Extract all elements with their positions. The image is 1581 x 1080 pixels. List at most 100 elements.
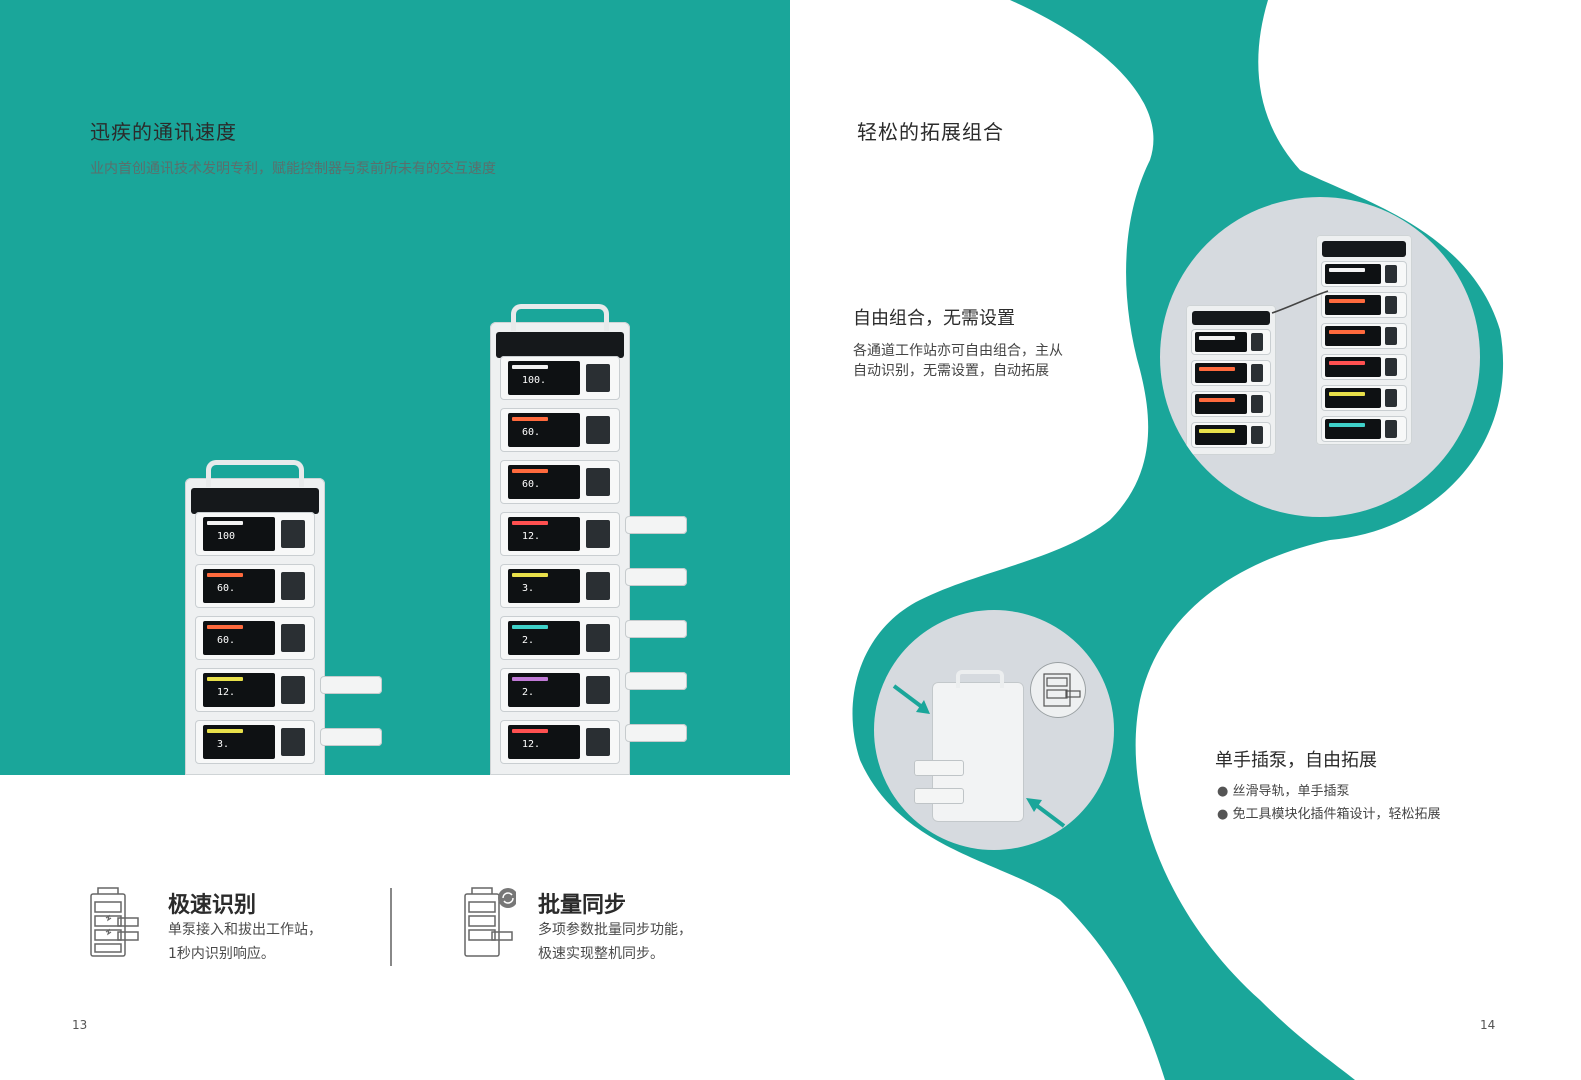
pump-module: 60. [195, 564, 315, 608]
flow-rate-value: 60. [522, 427, 541, 438]
keypad [586, 416, 610, 444]
syringe-large-5 [625, 724, 687, 742]
pump-module [1191, 360, 1271, 386]
keypad [586, 676, 610, 704]
syringe-part [914, 760, 964, 776]
keypad [1385, 327, 1397, 345]
feature-title-fast-recognition: 极速识别 [168, 893, 257, 918]
status-bar [207, 729, 243, 733]
detail-zoom-icon [1030, 662, 1086, 718]
arrow-in-icon [1026, 798, 1066, 828]
status-bar [1329, 330, 1365, 334]
page-number-right: 14 [1480, 1018, 1496, 1032]
flow-rate-value: 2. [522, 687, 535, 698]
pump-module [1321, 416, 1407, 442]
flow-rate-value: 12. [522, 739, 541, 750]
pump-screen: 12. [508, 725, 580, 759]
right-section-title: 轻松的拓展组合 [857, 120, 1004, 144]
status-bar [1199, 398, 1235, 402]
tower-handle [206, 460, 304, 487]
bullet-item: ● 免工具模块化插件箱设计，轻松拓展 [1217, 807, 1441, 822]
status-bar [1199, 336, 1235, 340]
page-number-left: 13 [72, 1018, 88, 1032]
keypad [1385, 265, 1397, 283]
pump-tower-small: 100 60. 60. 12. 3. [185, 460, 325, 775]
status-bar [207, 573, 243, 577]
pump-module [1321, 323, 1407, 349]
syringe-large-2 [625, 568, 687, 586]
photo-combined-workstations [1160, 197, 1480, 517]
status-bar [512, 417, 548, 421]
feature-title-batch-sync: 批量同步 [538, 893, 627, 918]
pump-screen: 100. [508, 361, 580, 395]
pump-screen [1325, 388, 1381, 408]
pump-module: 3. [500, 564, 620, 608]
keypad [1385, 358, 1397, 376]
control-panel-display [496, 332, 624, 358]
control-panel-display [191, 488, 319, 514]
flow-rate-value: 3. [217, 739, 230, 750]
pump-screen: 60. [203, 621, 275, 655]
status-bar [1329, 361, 1365, 365]
syringe-part [914, 788, 964, 804]
pump-module: 60. [500, 460, 620, 504]
workstation-large [1316, 235, 1412, 445]
pump-screen [1325, 357, 1381, 377]
pump-screen: 60. [203, 569, 275, 603]
keypad [281, 624, 305, 652]
syringe-small-1 [320, 676, 382, 694]
keypad [586, 728, 610, 756]
pump-screen [1325, 419, 1381, 439]
pump-screen: 100 [203, 517, 275, 551]
bullet-text: 免工具模块化插件箱设计，轻松拓展 [1232, 807, 1441, 822]
keypad [281, 520, 305, 548]
pump-screen: 12. [508, 517, 580, 551]
flow-rate-value: 60. [217, 635, 236, 646]
pump-module: 100 [195, 512, 315, 556]
keypad [1385, 420, 1397, 438]
feature-divider [390, 888, 392, 966]
pump-module [1321, 354, 1407, 380]
module-handle [956, 670, 1004, 688]
keypad [586, 364, 610, 392]
pump-screen: 3. [508, 569, 580, 603]
pump-module: 3. [195, 720, 315, 764]
status-bar [1329, 268, 1365, 272]
keypad [281, 572, 305, 600]
pump-screen [1325, 326, 1381, 346]
pump-screen [1195, 394, 1247, 414]
pump-screen: 2. [508, 673, 580, 707]
pump-module: 12. [500, 512, 620, 556]
flow-rate-value: 3. [522, 583, 535, 594]
keypad [1251, 395, 1263, 413]
pump-module: 60. [195, 616, 315, 660]
syringe-large-1 [625, 516, 687, 534]
photo-single-hand-insertion [874, 610, 1114, 850]
left-section-title: 迅疾的通讯速度 [90, 120, 237, 144]
status-bar [512, 677, 548, 681]
combo-text-line: 各通道工作站亦可自由组合，主从 [853, 343, 1063, 359]
status-bar [1329, 423, 1365, 427]
flow-rate-value: 60. [522, 479, 541, 490]
status-bar [1199, 429, 1235, 433]
syringe-large-3 [625, 620, 687, 638]
status-bar [512, 365, 548, 369]
pump-module: 12. [195, 668, 315, 712]
left-section-subtitle: 业内首创通讯技术发明专利，赋能控制器与泵前所未有的交互速度 [90, 161, 496, 177]
pump-screen: 3. [203, 725, 275, 759]
status-bar [512, 573, 548, 577]
pump-screen: 60. [508, 413, 580, 447]
pump-module: 2. [500, 616, 620, 660]
flow-rate-value: 12. [217, 687, 236, 698]
pump-tower-large: 100. 60. 60. 12. 3. 2. 2. 12. [490, 304, 630, 775]
status-bar [1199, 367, 1235, 371]
pump-screen: 60. [508, 465, 580, 499]
single-hand-title: 单手插泵，自由拓展 [1215, 750, 1377, 771]
keypad [281, 728, 305, 756]
status-bar [512, 625, 548, 629]
keypad [1251, 426, 1263, 444]
feature-text-line: 极速实现整机同步。 [538, 946, 664, 962]
pump-module: 12. [500, 720, 620, 764]
keypad [586, 572, 610, 600]
